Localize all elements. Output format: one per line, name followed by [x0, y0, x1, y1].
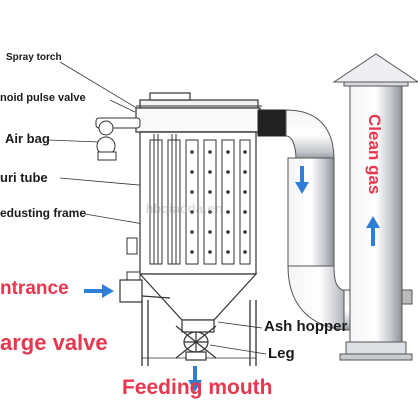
watermark: hbqiaoda.en [146, 201, 224, 216]
flow-arrows [84, 166, 380, 392]
venturi-tubes [153, 134, 177, 264]
label-feeding-mouth: Feeding mouth [122, 376, 273, 399]
label-dedusting-frame: edusting frame [0, 206, 87, 220]
dedusting-frame-dots [190, 150, 247, 254]
discharge-valve [175, 325, 217, 361]
inlet-pipe [119, 279, 171, 303]
label-air-bag: Air bag [5, 131, 50, 146]
label-discharge-valve: arge valve [0, 330, 108, 355]
outlet-duct [257, 53, 418, 361]
label-spray-torch: Spray torch [6, 52, 62, 63]
label-clean-gas: Clean gas [365, 114, 384, 195]
label-venturi-tube: uri tube [0, 170, 48, 185]
entrance-arrow-head [102, 284, 114, 298]
filter-bags [149, 139, 251, 265]
entrance-arrow-shaft [84, 289, 102, 293]
label-ash-hopper: Ash hopper [264, 318, 348, 335]
pulse-valve-assembly [95, 117, 141, 161]
label-entrance: ntrance [0, 278, 69, 299]
label-pulse-valve: noid pulse valve [0, 92, 86, 104]
label-leg: Leg [268, 345, 295, 362]
leader-lines [47, 61, 267, 355]
